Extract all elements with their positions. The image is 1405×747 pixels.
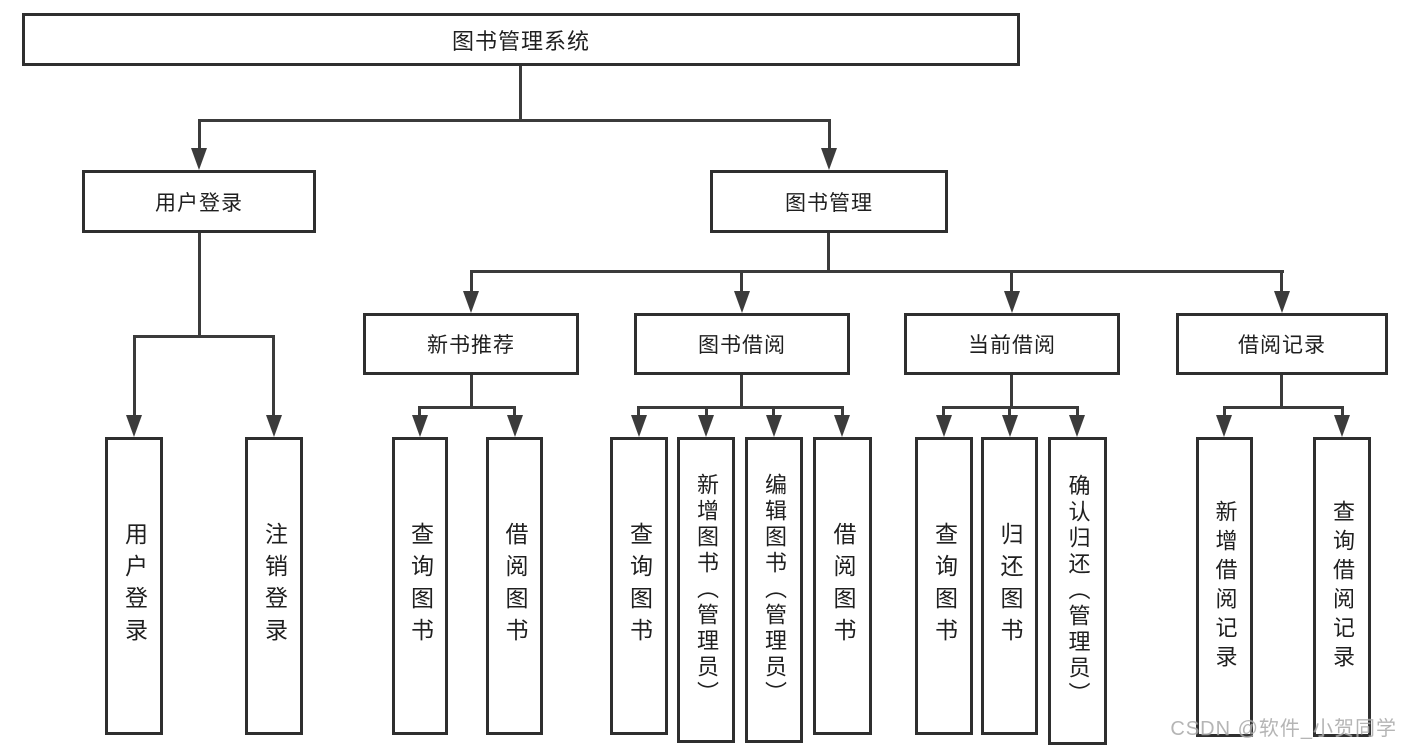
node-label: 图书借阅 xyxy=(698,334,786,357)
leaf-query-books-rec: 查询图书 xyxy=(392,437,448,735)
node-borrowing-records: 借阅记录 xyxy=(1176,313,1388,375)
connector-book-management-stem xyxy=(827,233,830,272)
connector-to-leaf-logout xyxy=(272,335,275,417)
arrowhead-leaf xyxy=(507,415,523,437)
leaf-label: 确认归还（管理员） xyxy=(1065,474,1091,708)
node-label: 借阅记录 xyxy=(1238,334,1326,357)
connector-stub xyxy=(1223,406,1226,418)
arrowhead-leaf xyxy=(1069,415,1085,437)
arrowhead-new-book-rec xyxy=(463,291,479,313)
node-book-management: 图书管理 xyxy=(710,170,948,233)
arrowhead-leaf xyxy=(1002,415,1018,437)
arrowhead-leaf xyxy=(412,415,428,437)
connector-book-borrowing-stem xyxy=(740,375,743,409)
leaf-user-login: 用户登录 xyxy=(105,437,163,735)
connector-stub xyxy=(418,406,421,418)
connector-to-new-book-rec xyxy=(470,270,473,293)
leaf-label: 新增图书（管理员） xyxy=(694,473,719,707)
arrowhead-leaf xyxy=(834,415,850,437)
leaf-query-books-current: 查询图书 xyxy=(915,437,973,735)
arrowhead-book-management xyxy=(821,148,837,170)
node-book-borrowing: 图书借阅 xyxy=(634,313,850,375)
arrowhead-leaf xyxy=(698,415,714,437)
leaf-borrow-books-rec: 借阅图书 xyxy=(486,437,543,735)
arrowhead-leaf xyxy=(936,415,952,437)
node-label: 图书管理 xyxy=(785,191,873,215)
leaf-query-borrow-record: 查询借阅记录 xyxy=(1313,437,1371,737)
arrowhead-current-borrowing xyxy=(1004,291,1020,313)
leaf-label: 查询图书 xyxy=(407,522,434,650)
leaf-query-books-borrow: 查询图书 xyxy=(610,437,668,735)
leaf-label: 新增借阅记录 xyxy=(1212,500,1238,674)
connector-root-to-user-login xyxy=(198,119,201,150)
arrowhead-leaf xyxy=(766,415,782,437)
node-label: 用户登录 xyxy=(155,191,243,215)
connector-book-management-branch xyxy=(470,270,1284,273)
node-library-management-system: 图书管理系统 xyxy=(22,13,1020,66)
connector-root-stem xyxy=(519,66,522,121)
node-label: 新书推荐 xyxy=(427,334,515,357)
connector-new-book-rec-stem xyxy=(470,375,473,409)
node-label: 当前借阅 xyxy=(968,334,1056,357)
connector-to-current-borrowing xyxy=(1010,270,1013,293)
connector-to-leaf-user-login xyxy=(133,335,136,417)
leaf-logout: 注销登录 xyxy=(245,437,303,735)
connector-user-login-branch xyxy=(133,335,275,338)
connector-root-branch xyxy=(198,119,831,122)
leaf-add-books-admin: 新增图书（管理员） xyxy=(677,437,735,743)
connector-stub xyxy=(513,406,516,418)
leaf-label: 注销登录 xyxy=(261,522,288,650)
csdn-watermark: CSDN @软件_小贺同学 xyxy=(1170,718,1397,740)
leaf-label: 借阅图书 xyxy=(830,522,856,650)
leaf-return-books: 归还图书 xyxy=(981,437,1038,735)
connector-stub xyxy=(1076,406,1079,418)
leaf-label: 查询图书 xyxy=(626,522,653,650)
arrowhead-leaf xyxy=(631,415,647,437)
arrowhead-leaf-user-login xyxy=(126,415,142,437)
node-user-login: 用户登录 xyxy=(82,170,316,233)
arrowhead-book-borrowing xyxy=(734,291,750,313)
arrowhead-leaf xyxy=(1216,415,1232,437)
connector-stub xyxy=(942,406,945,418)
leaf-add-borrow-record: 新增借阅记录 xyxy=(1196,437,1253,737)
leaf-label: 查询借阅记录 xyxy=(1330,500,1355,674)
leaf-label: 查询图书 xyxy=(931,522,958,650)
connector-to-borrowing-records xyxy=(1280,270,1283,293)
connector-new-book-rec-branch xyxy=(418,406,516,409)
leaf-borrow-books: 借阅图书 xyxy=(813,437,872,735)
arrowhead-borrowing-records xyxy=(1274,291,1290,313)
connector-stub xyxy=(1341,406,1344,418)
connector-stub xyxy=(1008,406,1011,418)
connector-borrowing-records-stem xyxy=(1280,375,1283,409)
connector-stub xyxy=(772,406,775,418)
connector-stub xyxy=(637,406,640,418)
connector-to-book-borrowing xyxy=(740,270,743,293)
leaf-edit-books-admin: 编辑图书（管理员） xyxy=(745,437,803,743)
node-current-borrowing: 当前借阅 xyxy=(904,313,1120,375)
node-new-book-recommendation: 新书推荐 xyxy=(363,313,579,375)
connector-user-login-stem xyxy=(198,233,201,337)
connector-current-borrowing-stem xyxy=(1010,375,1013,409)
connector-borrowing-records-branch xyxy=(1223,406,1344,409)
arrowhead-leaf-logout xyxy=(266,415,282,437)
leaf-label: 借阅图书 xyxy=(502,522,528,650)
leaf-label: 编辑图书（管理员） xyxy=(762,473,787,707)
node-label: 图书管理系统 xyxy=(451,28,590,54)
leaf-confirm-return-admin: 确认归还（管理员） xyxy=(1048,437,1107,745)
connector-stub xyxy=(841,406,844,418)
connector-stub xyxy=(705,406,708,418)
connector-root-to-book-management xyxy=(828,119,831,150)
connector-book-borrowing-branch xyxy=(637,406,843,409)
leaf-label: 归还图书 xyxy=(997,522,1023,650)
leaf-label: 用户登录 xyxy=(121,522,148,650)
arrowhead-user-login xyxy=(191,148,207,170)
arrowhead-leaf xyxy=(1334,415,1350,437)
